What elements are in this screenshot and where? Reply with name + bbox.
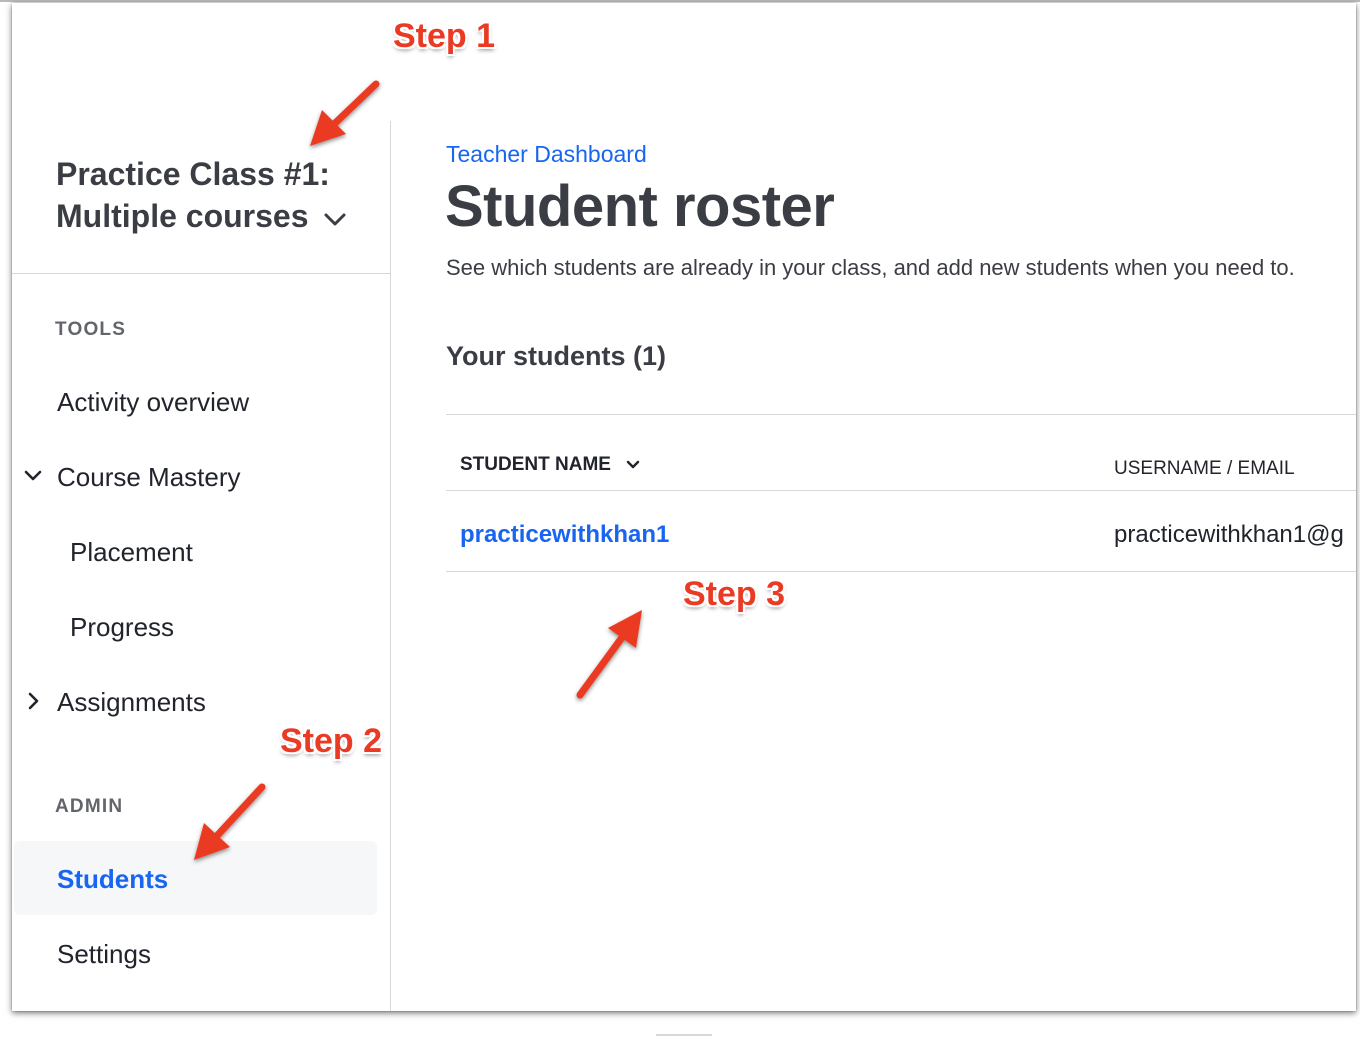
chevron-down-icon <box>324 213 346 226</box>
arrow-step1-icon <box>310 80 380 146</box>
annotation-step1: Step 1 <box>393 17 496 55</box>
class-picker-button[interactable]: Practice Class #1: Multiple courses <box>56 153 376 237</box>
page-title: Student roster <box>445 174 835 239</box>
sidebar-item-label: Progress <box>70 612 175 642</box>
annotation-step2: Step 2 <box>280 722 383 760</box>
sidebar-item-label: Students <box>57 864 169 894</box>
table-row-border <box>446 571 1356 572</box>
sidebar-divider <box>12 273 391 274</box>
sidebar-item-label: Assignments <box>57 687 206 717</box>
sidebar-item-students-highlight <box>14 841 377 915</box>
class-name-line1: Practice Class #1: <box>56 156 330 192</box>
sidebar-item-label: Placement <box>70 537 193 567</box>
sidebar-item-settings[interactable]: Settings <box>57 939 151 970</box>
breadcrumb-teacher-dashboard[interactable]: Teacher Dashboard <box>446 141 647 167</box>
sidebar-item-course-mastery[interactable]: Course Mastery <box>24 462 241 493</box>
app-window: Practice Class #1: Multiple courses TOOL… <box>12 3 1356 1011</box>
sidebar-item-activity-overview[interactable]: Activity overview <box>57 387 249 418</box>
sidebar-item-label: Activity overview <box>57 387 250 417</box>
column-header-label: STUDENT NAME <box>460 454 611 475</box>
sidebar-item-progress[interactable]: Progress <box>70 612 174 643</box>
sidebar: Practice Class #1: Multiple courses TOOL… <box>12 3 391 1011</box>
page-description: See which students are already in your c… <box>446 255 1295 280</box>
admin-section-label: ADMIN <box>55 796 124 817</box>
chevron-down-icon <box>627 460 640 469</box>
table-top-border <box>446 414 1356 415</box>
bottom-edge-mark <box>656 1034 712 1036</box>
screenshot-top-border <box>0 0 1360 2</box>
class-name-line2: Multiple courses <box>56 198 309 234</box>
chevron-right-icon[interactable] <box>23 691 43 711</box>
student-name-link[interactable]: practicewithkhan1 <box>460 521 670 548</box>
students-heading: Your students (1) <box>446 341 667 371</box>
arrow-step2-icon <box>194 783 266 860</box>
sidebar-item-assignments[interactable]: Assignments <box>28 687 206 718</box>
sidebar-item-label: Course Mastery <box>57 462 241 492</box>
student-email: practicewithkhan1@g <box>1114 521 1344 548</box>
annotation-step3: Step 3 <box>683 575 786 613</box>
tools-section-label: TOOLS <box>55 319 127 340</box>
arrow-step3-icon <box>576 610 642 699</box>
column-header-student-name[interactable]: STUDENT NAME <box>460 454 640 476</box>
sidebar-item-label: Settings <box>57 939 151 969</box>
chevron-down-icon[interactable] <box>23 466 43 486</box>
sidebar-border <box>390 121 391 1011</box>
column-header-username-email: USERNAME / EMAIL <box>1114 458 1295 479</box>
sidebar-item-students[interactable]: Students <box>57 864 168 895</box>
sidebar-item-placement[interactable]: Placement <box>70 537 193 568</box>
table-header-border <box>446 490 1356 491</box>
